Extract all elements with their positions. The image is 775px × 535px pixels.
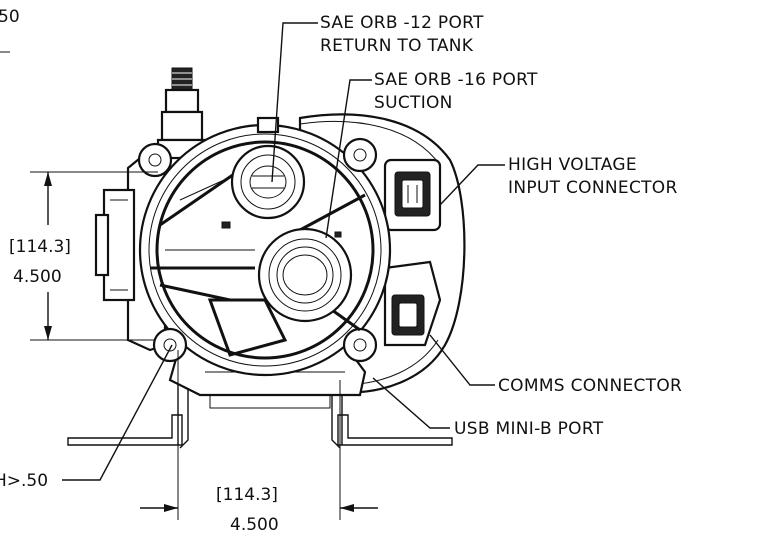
top-left-partial-dimension: 50	[0, 7, 20, 27]
vertical-dimension-imperial: 4.500	[13, 267, 62, 287]
usb-port-label: USB MINI-B PORT	[454, 419, 604, 439]
hv-connector-label-line2: INPUT CONNECTOR	[508, 178, 678, 198]
vertical-dimension-metric: [114.3]	[9, 237, 71, 257]
suction-port	[257, 227, 353, 323]
return-port-label-line2: RETURN TO TANK	[320, 36, 474, 56]
suction-port-label-line1: SAE ORB -16 PORT	[374, 70, 538, 90]
return-port-label-line1: SAE ORB -12 PORT	[320, 13, 484, 33]
comms-connector-label: COMMS CONNECTOR	[498, 376, 682, 396]
hv-connector-label-line1: HIGH VOLTAGE	[508, 155, 637, 175]
vertical-dimension	[30, 171, 158, 341]
horizontal-dimension	[140, 350, 378, 520]
hv-input-connector	[383, 158, 442, 232]
leader-lines	[62, 22, 505, 481]
hole-note: H>.50	[0, 471, 48, 491]
horizontal-dimension-imperial: 4.500	[230, 515, 279, 535]
comms-connector	[383, 260, 442, 347]
return-port	[230, 116, 306, 220]
suction-port-label-line2: SUCTION	[374, 93, 453, 113]
horizontal-dimension-metric: [114.3]	[216, 485, 278, 505]
